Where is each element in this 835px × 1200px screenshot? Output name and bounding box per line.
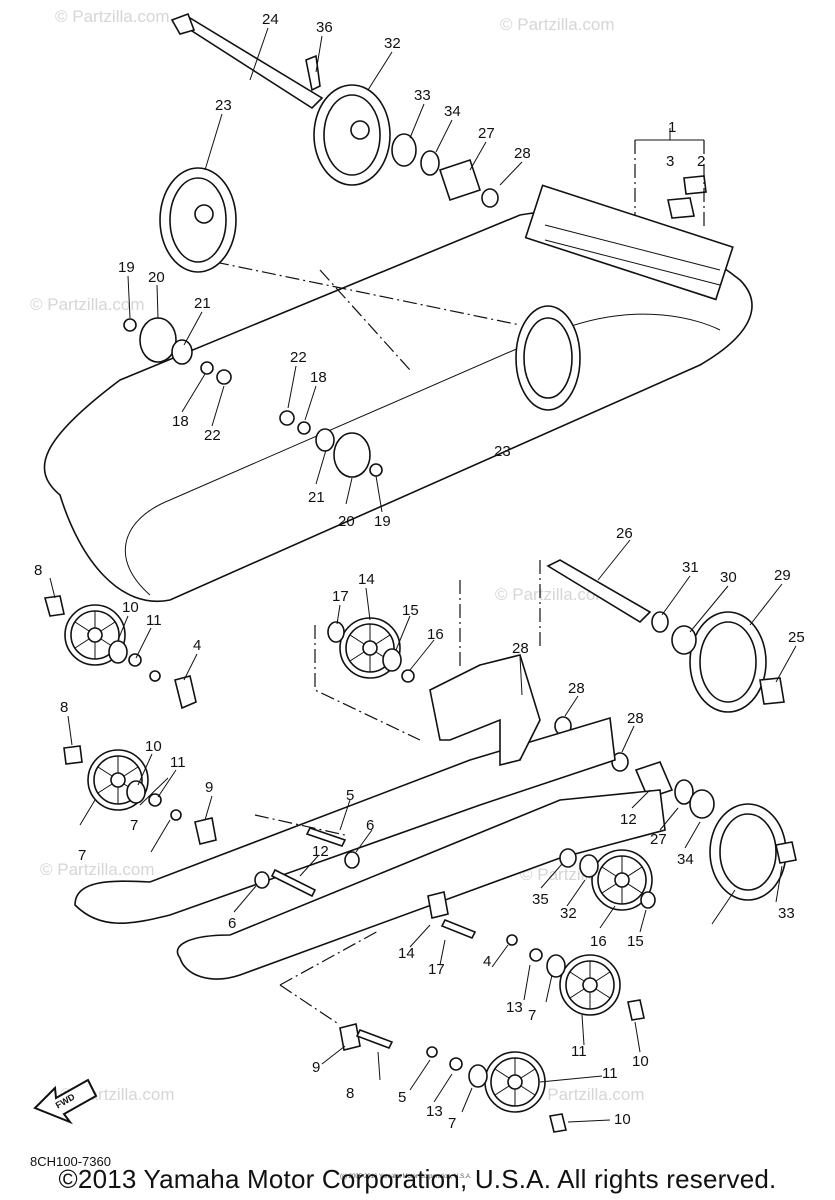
callout-number: 27 [478,125,495,142]
callout-number: 28 [627,710,644,727]
idler-wheels [159,84,787,901]
callout-number: 23 [494,443,511,460]
callout-number: 9 [205,779,213,796]
watermark: © Partzilla.com [500,15,615,34]
watermark: © Partzilla.com [30,295,145,314]
callout-number: 4 [483,953,491,970]
callout-number: 28 [514,145,531,162]
callout-number: 10 [632,1053,649,1070]
callout-number: 33 [414,87,431,104]
callout-number: 16 [590,933,607,950]
callout-number: 1 [668,119,676,136]
callout-number: 13 [426,1103,443,1120]
callout-number: 6 [366,817,374,834]
watermark: © Partzilla.com [40,860,155,879]
fwd-arrow: FWD [33,1078,98,1125]
callout-number: 2 [697,153,705,170]
callout-number: 17 [332,588,349,605]
callout-number: 21 [308,489,325,506]
callout-number: 8 [34,562,42,579]
callout-number: 26 [616,525,633,542]
callout-number: 12 [620,811,637,828]
fasteners [43,595,656,1133]
callout-number: 3 [666,153,674,170]
copyright-notice: ©2013 Yamaha Motor Corporation, U.S.A. A… [58,1164,777,1194]
callout-number: 7 [448,1115,456,1132]
callout-number: 11 [170,754,186,771]
callout-number: 13 [506,999,523,1016]
watermark: © Partzilla.com [495,585,610,604]
callout-number: 24 [262,11,279,28]
watermark: © Partzilla.com [530,1085,645,1104]
callout-number: 14 [398,945,415,962]
callout-number: 11 [146,612,162,629]
watermark: © Partzilla.com [55,7,170,26]
callout-number: 30 [720,569,737,586]
callout-number: 7 [528,1007,536,1024]
small-credit: (c) 2005-2016 Yamaha Motor Corporation, … [340,1174,472,1180]
callout-number: 10 [122,599,139,616]
callout-number: 9 [312,1059,320,1076]
callout-number: 35 [532,891,549,908]
callout-number: 8 [60,699,68,716]
upper-axle [170,12,324,110]
callout-number: 28 [568,680,585,697]
callout-number: 11 [571,1043,587,1060]
callout-number: 15 [627,933,644,950]
callout-number: 8 [346,1085,354,1102]
track-clips [524,128,734,301]
callout-number: 23 [215,97,232,114]
callout-number: 20 [338,513,355,530]
callout-number: 20 [148,269,165,286]
callout-number: 21 [194,295,211,312]
callout-number: 7 [78,847,86,864]
callout-number: 18 [310,369,327,386]
callout-number: 5 [346,787,354,804]
callout-number: 36 [316,19,333,36]
callout-number: 31 [682,559,699,576]
callout-number: 15 [402,602,419,619]
catalog-code: 8CH100-7360 [30,1154,111,1169]
callout-number: 12 [312,843,329,860]
callout-number: 34 [677,851,694,868]
callout-number: 22 [290,349,307,366]
callout-number: 25 [788,629,805,646]
callout-number: 18 [172,413,189,430]
callout-number: 34 [444,103,461,120]
slide-rails [74,560,666,980]
callout-number: 29 [774,567,791,584]
callout-number: 32 [560,905,577,922]
callout-number: 28 [512,640,529,657]
callout-number: 19 [118,259,135,276]
leader-lines [49,27,797,1123]
callout-number: 10 [145,738,162,755]
callout-number: 10 [614,1111,631,1128]
callout-number: 5 [398,1089,406,1106]
callout-number: 32 [384,35,401,52]
callout-number: 17 [428,961,445,978]
callout-number: 7 [130,817,138,834]
callout-number: 33 [778,905,795,922]
callout-number: 11 [602,1065,618,1082]
callout-number: 19 [374,513,391,530]
callout-number: 6 [228,915,236,932]
callout-number: 4 [193,637,201,654]
callout-number: 14 [358,571,375,588]
callout-number: 27 [650,831,667,848]
callout-number: 22 [204,427,221,444]
callout-number: 16 [427,626,444,643]
